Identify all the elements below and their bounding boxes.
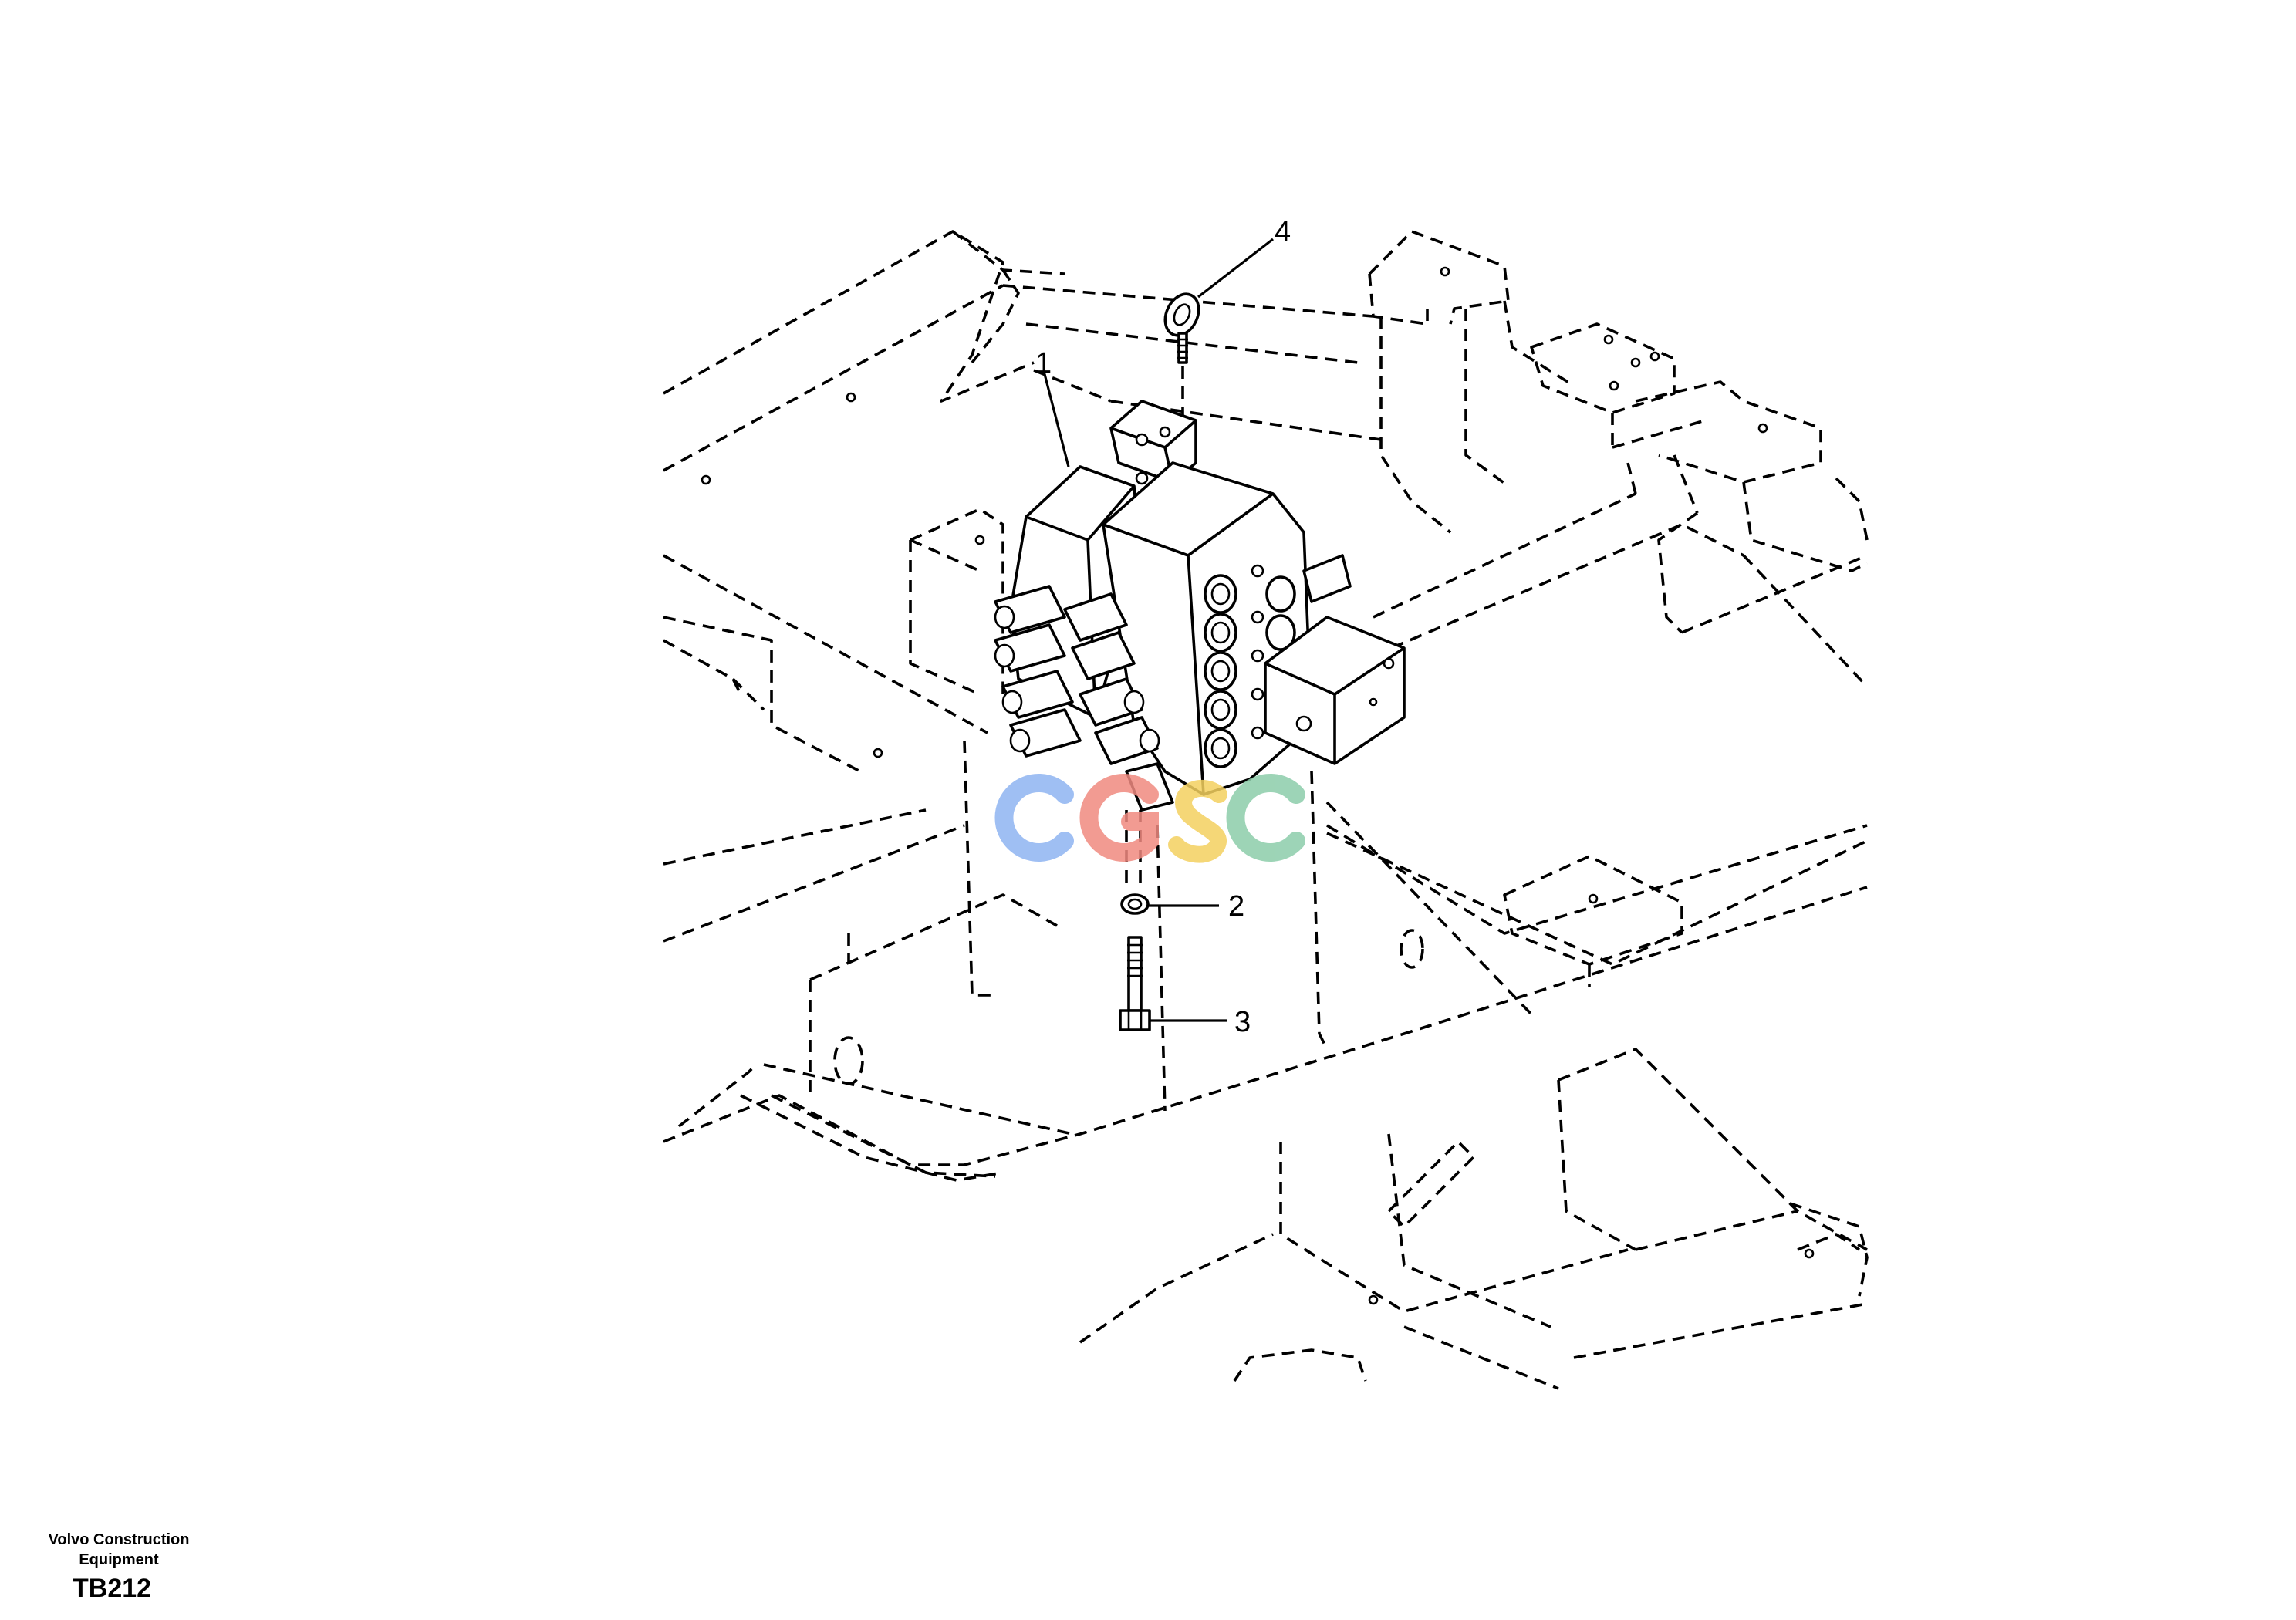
control-valve-assembly [994, 400, 1406, 812]
solenoid-valve-block [1264, 616, 1406, 765]
chassis-frame-dashed [663, 230, 1869, 1390]
valve-port-column [1204, 564, 1296, 768]
hex-bolt [1119, 936, 1151, 1031]
callout-2: 2 [1228, 890, 1244, 923]
lifting-eye-bolt [1163, 292, 1200, 417]
watermark-logo [994, 774, 1305, 863]
pilot-cartridges [994, 585, 1160, 765]
leader-line-4 [1197, 238, 1274, 299]
watermark-letter-c1 [994, 774, 1074, 862]
brand-label: Volvo Construction Equipment [26, 1530, 211, 1570]
brand-line-2: Equipment [79, 1551, 159, 1568]
watermark-letter-s [1168, 779, 1227, 863]
drawing-code: TB212 [73, 1574, 152, 1603]
leader-line-1 [1043, 373, 1070, 467]
watermark-letter-c2 [1226, 774, 1305, 862]
watermark-letter-g [1079, 774, 1159, 862]
spring-washer [1120, 810, 1150, 915]
brand-line-1: Volvo Construction [48, 1531, 190, 1548]
callout-3: 3 [1234, 1006, 1251, 1038]
callout-1: 1 [1035, 347, 1052, 380]
callout-4: 4 [1275, 216, 1291, 248]
